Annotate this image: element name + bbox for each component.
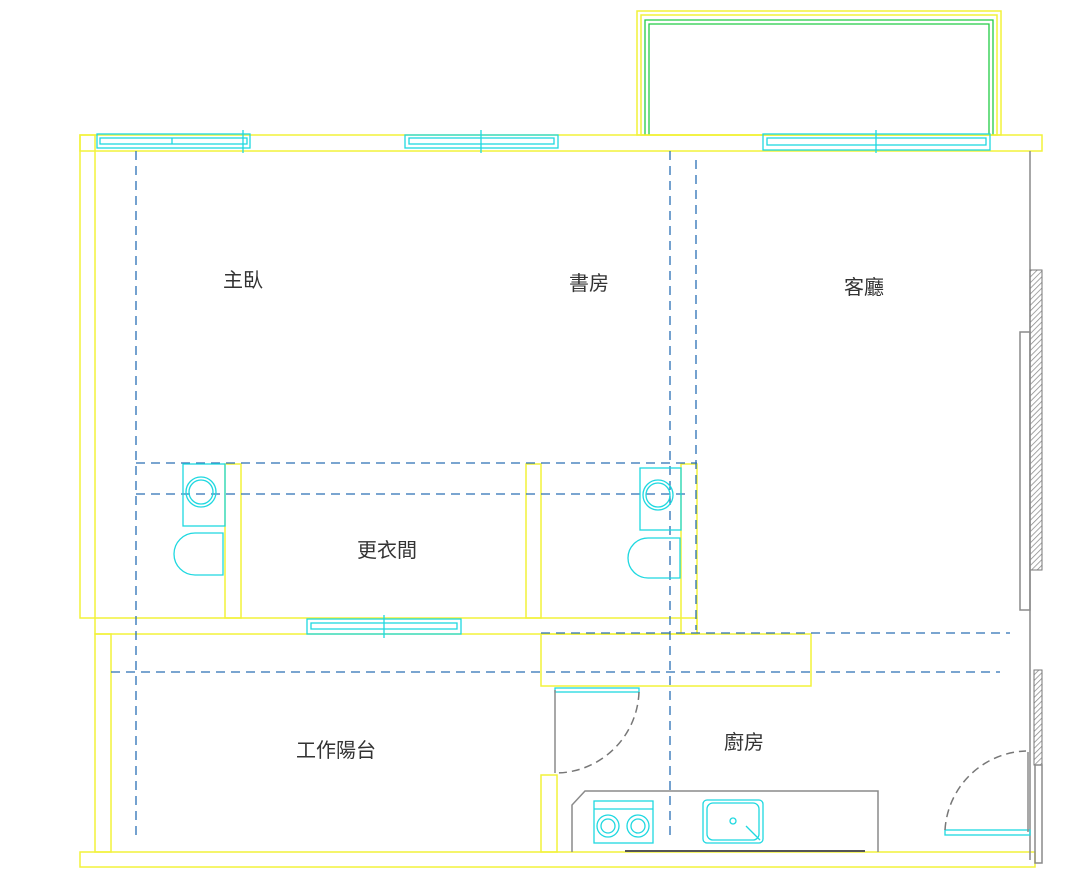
basin-icon [185,476,217,508]
room-label-kitchen: 廚房 [724,730,764,754]
basin-counter [639,467,682,531]
room-label-walk-in-closet: 更衣間 [357,538,417,562]
bathroom-left [173,463,226,576]
room-label-master-bedroom: 主臥 [223,268,263,292]
window-study [404,130,559,153]
window-closet [306,615,462,638]
toilet-icon [627,537,681,579]
sink-icon [702,799,764,844]
windows [96,130,991,638]
side-door [944,750,1031,836]
kitchen-door [554,687,640,774]
basin-counter [182,463,226,527]
room-label-study: 書房 [569,271,609,295]
basin-icon [642,479,674,511]
window-living-room [762,130,991,153]
kitchen-counter [571,790,879,852]
front-balcony [636,10,1002,136]
stove-icon [593,800,654,844]
bathroom-right [627,467,682,579]
room-label-utility-balcony: 工作陽台 [296,738,376,762]
toilet-icon [173,532,224,576]
window-master-bedroom [96,130,251,153]
axis-lines [111,151,1010,840]
walls [79,134,1043,868]
room-label-living-room: 客廳 [844,275,884,299]
